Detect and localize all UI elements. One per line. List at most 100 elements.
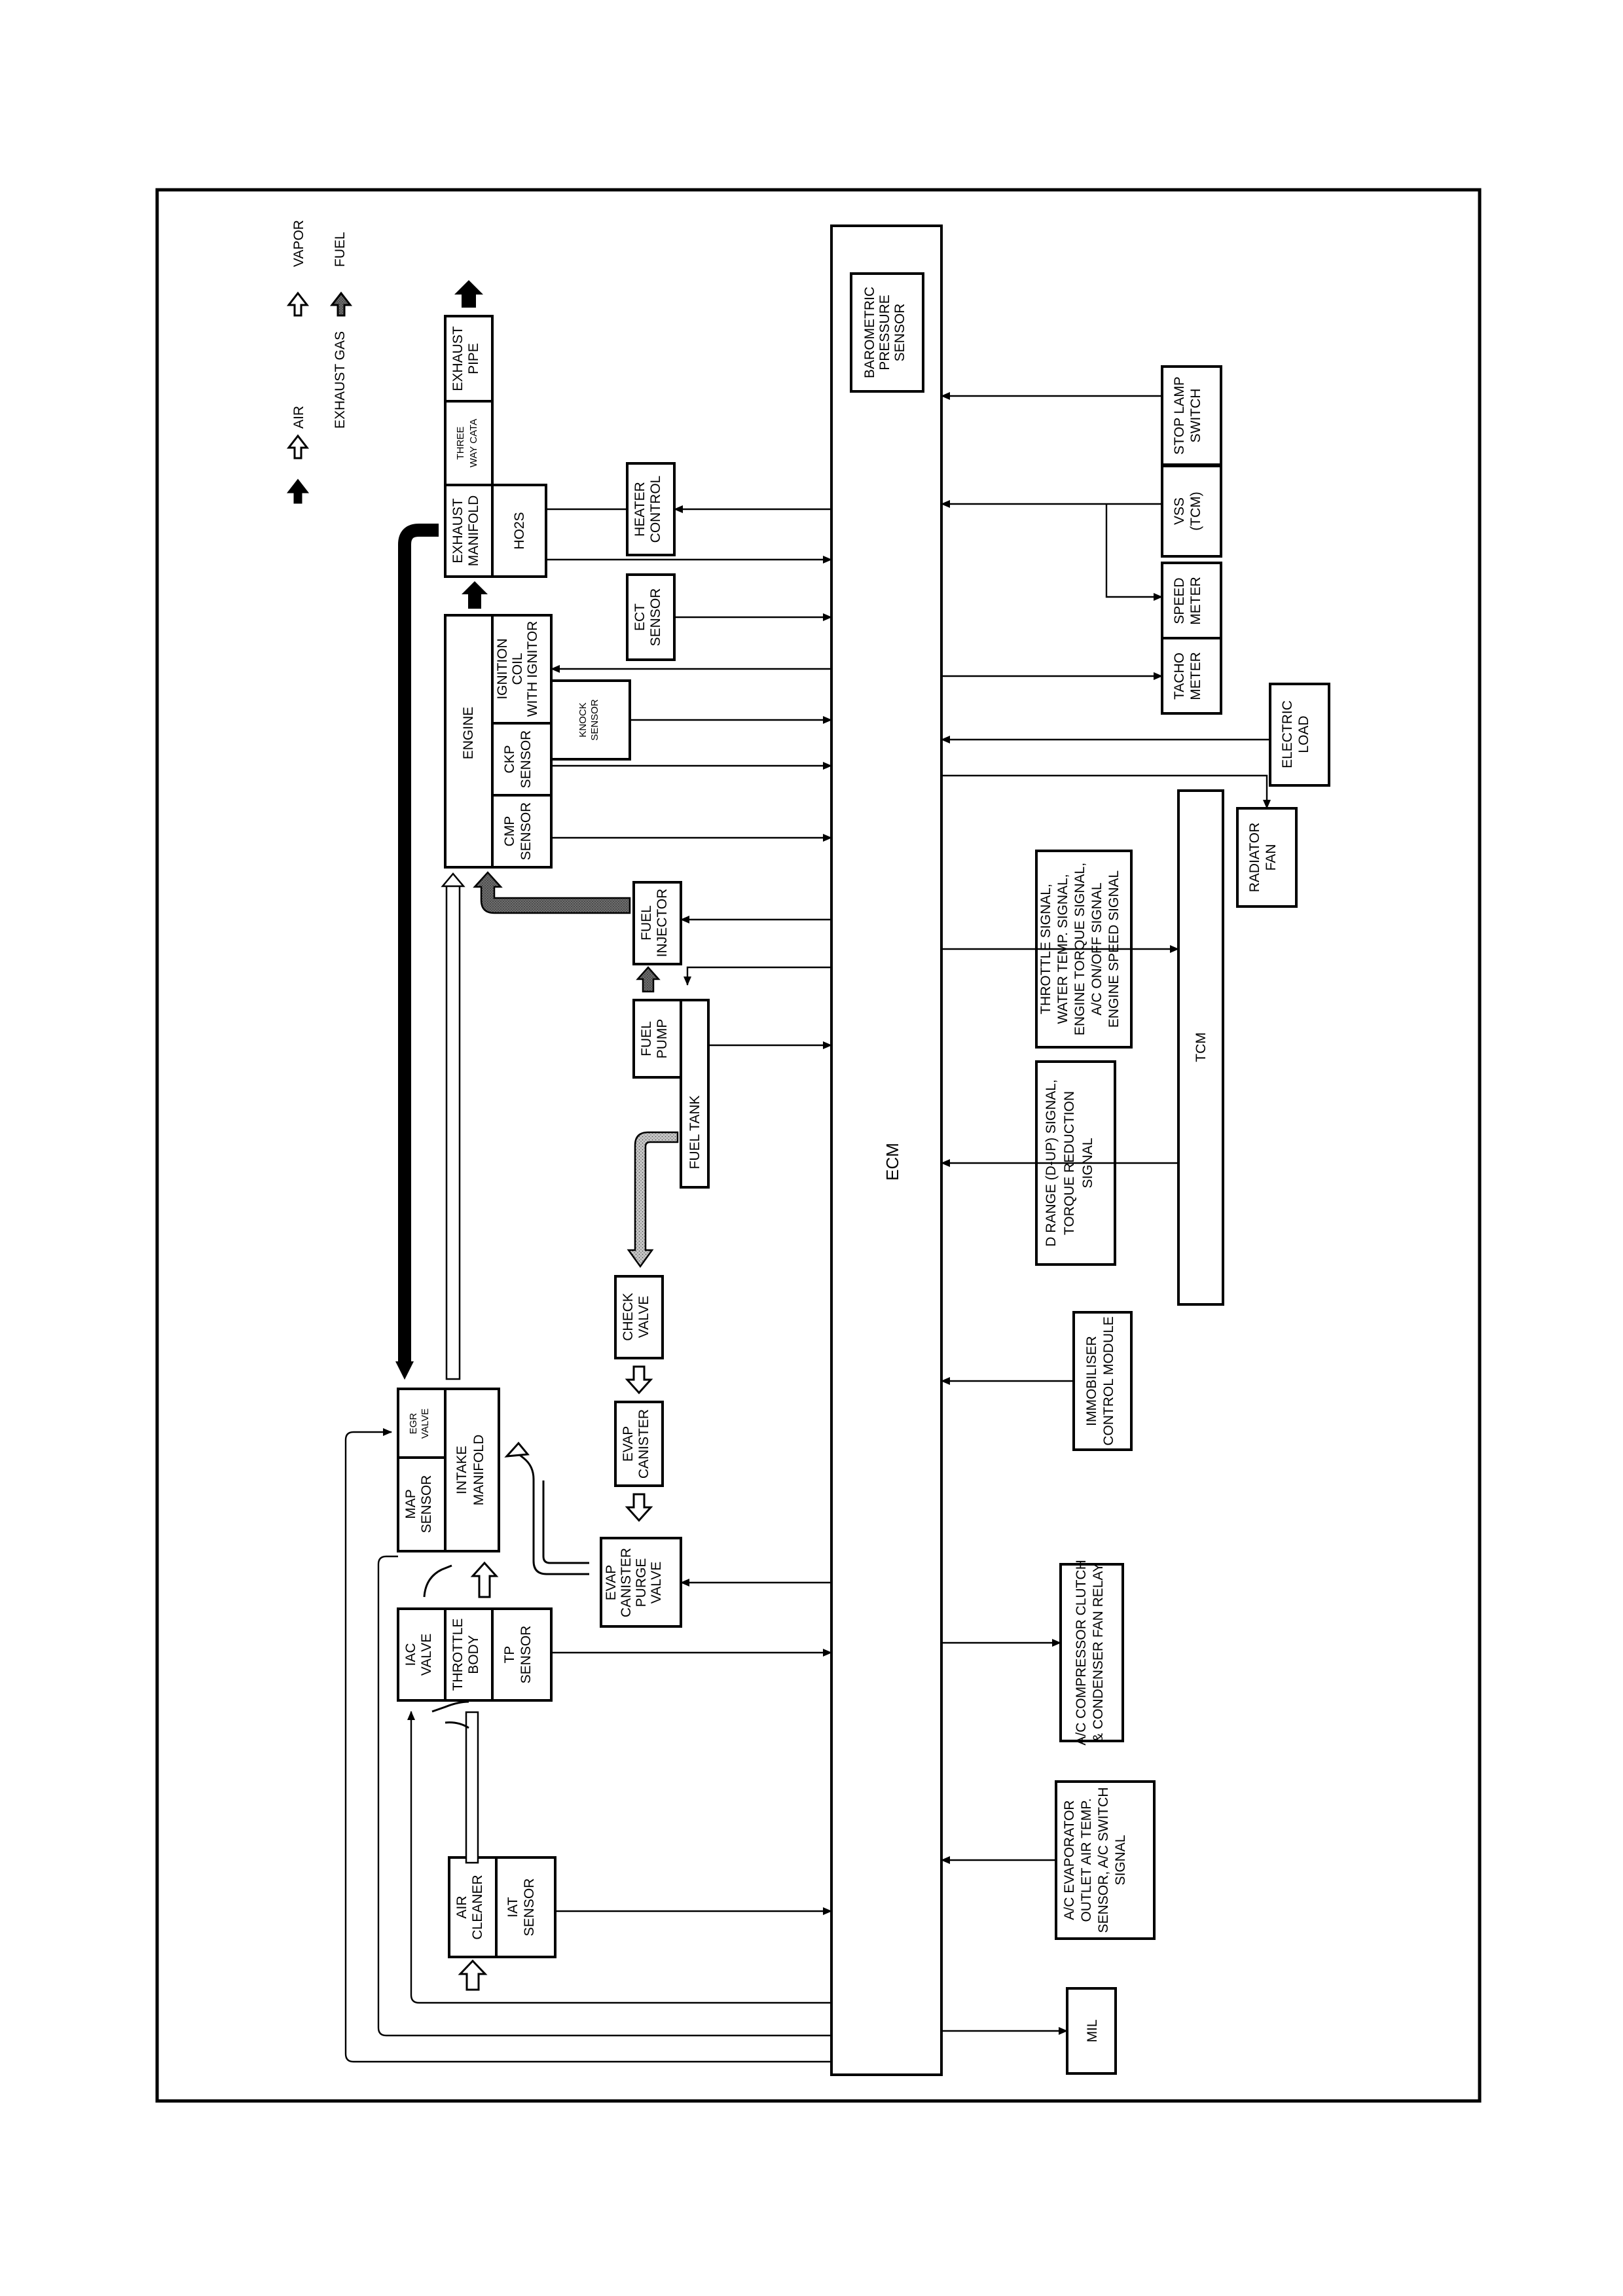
barometric-pressure-sensor xyxy=(850,272,924,393)
check-valve-line-1: CHECK xyxy=(621,1293,636,1341)
exhaust-gas-legend-icon xyxy=(286,478,310,504)
tp-line-1: TP xyxy=(502,1646,517,1664)
exhaust-manifold-line-2: MANIFOLD xyxy=(466,495,481,567)
air-cleaner xyxy=(448,1856,498,1958)
three-way-cat-line-2: WAY CATA xyxy=(468,419,479,467)
tp-sensor xyxy=(491,1607,553,1702)
cmp-line-2: SENSOR xyxy=(519,802,534,861)
speed-meter-line-1: SPEED xyxy=(1172,577,1187,624)
tcm xyxy=(1177,789,1224,1306)
stop-lamp-line-1: STOP LAMP xyxy=(1172,376,1187,454)
ignition-coil-line-2: COIL xyxy=(510,653,525,685)
exhaust-manifold-line-1: EXHAUST xyxy=(450,498,465,563)
immobiliser-line-2: CONTROL MODULE xyxy=(1101,1316,1116,1446)
throttle-line-2: BODY xyxy=(466,1635,481,1674)
electric-load-line-1: ELECTRIC xyxy=(1280,700,1295,768)
engine-block: ENGINE IGNITION COIL WITH IGNITOR CKP SE… xyxy=(444,614,631,869)
intake-line-1: INTAKE xyxy=(454,1446,469,1494)
vapor-legend-icon xyxy=(286,291,310,317)
barometric-line-3: SENSOR xyxy=(892,304,907,362)
ho2s xyxy=(491,484,547,578)
radiator-fan-line-2: FAN xyxy=(1264,844,1279,871)
heater-line-1: HEATER xyxy=(632,482,647,537)
radiator-fan-line-1: RADIATOR xyxy=(1247,823,1262,893)
iat-line-1: IAT xyxy=(505,1897,520,1917)
ac-compressor-line-2: & CONDENSER FAN RELAY xyxy=(1091,1563,1106,1742)
ect-line-2: SENSOR xyxy=(648,588,663,647)
tacho-line-1: TACHO xyxy=(1172,653,1187,700)
egr-line-1: EGR xyxy=(408,1413,419,1435)
purge-line-3: PURGE xyxy=(634,1558,649,1607)
ac-compressor-line-1: A/C COMPRESSOR CLUTCH xyxy=(1074,1560,1089,1746)
ac-compressor-relay xyxy=(1059,1563,1124,1742)
check-valve-line-2: VALVE xyxy=(636,1296,651,1338)
heater-line-2: CONTROL xyxy=(648,476,663,543)
ac-evap-line-2: OUTLET AIR TEMP. xyxy=(1079,1798,1094,1922)
engine-label: ENGINE xyxy=(461,707,476,760)
exhaust-block: EXHAUST PIPE THREE WAY CATA EXHAUST MANI… xyxy=(444,315,547,578)
air-inlet-arrow xyxy=(458,1959,488,1991)
three-way-cat-line-1: THREE xyxy=(455,427,466,460)
tp-line-2: SENSOR xyxy=(519,1626,534,1684)
ecm-label: ECM xyxy=(883,1143,902,1181)
ecm: ECM BAROMETRIC PRESSURE SENSOR xyxy=(830,224,943,2076)
fuel-pump xyxy=(632,999,682,1079)
ckp-line-2: SENSOR xyxy=(519,730,534,789)
vapor-tank-arrow xyxy=(627,1131,679,1268)
purge-line-2: CANISTER xyxy=(619,1548,634,1617)
barometric-line-2: PRESSURE xyxy=(877,295,892,370)
legend-exhaust-gas-label: EXHAUST GAS xyxy=(333,331,348,429)
iat-sensor xyxy=(495,1856,556,1958)
injector-line-2: INJECTOR xyxy=(655,889,670,958)
map-sensor xyxy=(397,1456,447,1552)
tcm-label: TCM xyxy=(1194,1032,1209,1062)
iac-line-2: VALVE xyxy=(419,1634,434,1676)
fuel-injector xyxy=(632,881,682,965)
flow-arrows xyxy=(395,280,679,1991)
exhaust-pipe-line-2: PIPE xyxy=(466,343,481,374)
legend-vapor-label: VAPOR xyxy=(291,220,306,267)
exhaust-manifold xyxy=(444,484,494,578)
legend-fuel-label: FUEL xyxy=(333,232,348,267)
signal-wires xyxy=(344,392,1271,2063)
evap-canister xyxy=(614,1401,664,1487)
evap-purge-valve xyxy=(600,1537,682,1628)
intake-manifold xyxy=(444,1388,500,1552)
throttle-line-1: THROTTLE xyxy=(450,1619,465,1691)
electric-load-line-2: LOAD xyxy=(1296,715,1311,753)
legend: AIR EXHAUST GAS VAPOR FUEL xyxy=(286,220,353,504)
ac-evap-line-4: SIGNAL xyxy=(1113,1835,1128,1885)
purge-line-4: VALVE xyxy=(649,1562,664,1604)
tacho-line-2: METER xyxy=(1188,652,1203,700)
vss-line-2: (TCM) xyxy=(1188,492,1203,530)
ac-evap-line-1: A/C EVAPORATOR xyxy=(1062,1800,1077,1920)
ignition-coil-line-3: WITH IGNITOR xyxy=(525,621,540,717)
knock-line-1: KNOCK xyxy=(577,702,589,737)
iac-line-1: IAC xyxy=(403,1643,418,1666)
egr-line-2: VALVE xyxy=(420,1408,431,1439)
immobiliser-line-1: IMMOBILISER xyxy=(1084,1336,1099,1426)
mil-label: MIL xyxy=(1085,2019,1100,2042)
map-line-2: SENSOR xyxy=(419,1475,434,1534)
tacho-meter xyxy=(1161,637,1222,715)
pump-line-1: FUEL xyxy=(639,1021,654,1056)
electric-load xyxy=(1269,683,1330,787)
stop-lamp-line-2: SWITCH xyxy=(1188,389,1203,443)
fuel-legend-icon xyxy=(329,291,353,317)
immobiliser-control-module xyxy=(1072,1311,1133,1451)
check-valve xyxy=(614,1275,664,1359)
manifold-exhaust-arrow xyxy=(462,581,488,609)
ckp-line-1: CKP xyxy=(502,745,517,773)
ignition-coil-line-1: IGNITION xyxy=(495,638,510,699)
cmp-sensor xyxy=(491,794,553,869)
ckp-sensor xyxy=(491,722,553,797)
air-cleaner-line-1: AIR xyxy=(454,1895,469,1918)
vss-line-1: VSS xyxy=(1172,497,1187,525)
exhaust-pipe-line-1: EXHAUST xyxy=(450,326,465,391)
air-cleaner-line-2: CLEANER xyxy=(470,1874,485,1939)
exhaust-return-line xyxy=(398,524,439,1363)
purge-line-1: EVAP xyxy=(604,1565,619,1600)
stop-lamp-switch xyxy=(1161,365,1222,466)
iat-line-2: SENSOR xyxy=(522,1878,537,1937)
injector-line-1: FUEL xyxy=(639,905,654,941)
